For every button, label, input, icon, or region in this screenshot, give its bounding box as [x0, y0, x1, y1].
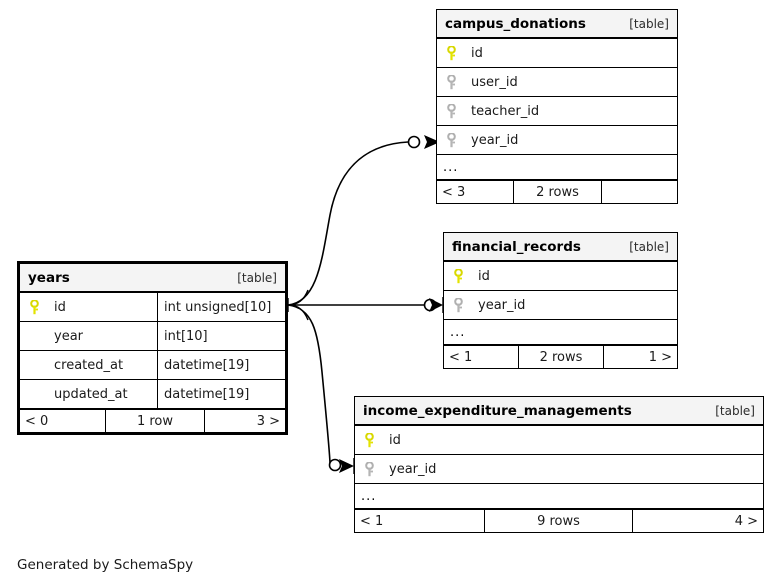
table-years-title: years — [28, 269, 70, 286]
column-name: year_id — [389, 461, 437, 477]
footer-parents-count: < 1 — [355, 510, 485, 532]
column-type: datetime[19] — [164, 386, 250, 402]
footer-row-count: 2 rows — [519, 346, 604, 368]
column-name: id — [54, 299, 66, 315]
table-row[interactable]: year_id — [355, 455, 763, 484]
table-financial_records-title: financial_records — [452, 238, 581, 255]
column-name: created_at — [54, 357, 124, 373]
table-row[interactable]: id — [437, 39, 677, 68]
table-years-header: years [table] — [20, 264, 285, 293]
table-financial_records[interactable]: financial_records [table] id — [443, 232, 678, 369]
table-row[interactable]: user_id — [437, 68, 677, 97]
foreign-key-icon — [450, 297, 467, 313]
table-years-footer: < 0 1 row 3 > — [20, 409, 285, 432]
column-type: int[10] — [164, 328, 208, 344]
table-campus_donations[interactable]: campus_donations [table] id — [436, 9, 678, 204]
table-campus_donations-title: campus_donations — [445, 15, 586, 32]
relationship-years-income_expenditure_managements — [287, 304, 355, 474]
footer-children-count — [602, 181, 677, 203]
column-name: id — [478, 268, 490, 284]
column-name: teacher_id — [471, 103, 540, 119]
foreign-key-icon — [361, 461, 378, 477]
more-columns-indicator: ... — [437, 155, 677, 180]
column-name: updated_at — [54, 386, 128, 402]
generated-by-credit: Generated by SchemaSpy — [17, 557, 194, 573]
table-row[interactable]: created_at datetime[19] — [20, 351, 285, 380]
table-row[interactable]: year int[10] — [20, 322, 285, 351]
relationship-years-campus_donations — [287, 134, 441, 306]
table-row[interactable]: year_id — [444, 291, 677, 320]
more-columns-indicator: ... — [444, 320, 677, 345]
table-years[interactable]: years [table] id int unsigned[10] year — [17, 261, 288, 435]
column-name: year_id — [471, 132, 519, 148]
footer-row-count: 9 rows — [485, 510, 633, 532]
primary-key-icon — [443, 45, 460, 61]
table-income_expenditure_managements-title: income_expenditure_managements — [363, 402, 632, 419]
column-type: datetime[19] — [164, 357, 250, 373]
column-name: year — [54, 328, 84, 344]
table-row[interactable]: teacher_id — [437, 97, 677, 126]
table-row[interactable]: updated_at datetime[19] — [20, 380, 285, 409]
column-name: id — [389, 432, 401, 448]
footer-children-count: 1 > — [648, 349, 672, 365]
table-income_expenditure_managements-footer: < 1 9 rows 4 > — [355, 509, 763, 532]
table-row[interactable]: id int unsigned[10] — [20, 293, 285, 322]
table-income_expenditure_managements-header: income_expenditure_managements [table] — [355, 397, 763, 426]
relationship-years-financial_records — [288, 297, 444, 313]
table-financial_records-header: financial_records [table] — [444, 233, 677, 262]
column-name: id — [471, 45, 483, 61]
table-financial_records-kind: [table] — [629, 239, 669, 254]
primary-key-icon — [361, 432, 378, 448]
footer-row-count: 1 row — [106, 410, 205, 432]
more-columns-indicator: ... — [355, 484, 763, 509]
table-years-kind: [table] — [237, 270, 277, 285]
footer-children-count: 3 > — [256, 413, 280, 429]
table-campus_donations-header: campus_donations [table] — [437, 10, 677, 39]
source-crowsfoot-years-id — [287, 289, 309, 321]
column-name: user_id — [471, 74, 518, 90]
table-row[interactable]: id — [355, 426, 763, 455]
footer-parents-count: < 3 — [437, 181, 514, 203]
foreign-key-icon — [443, 132, 460, 148]
table-income_expenditure_managements-kind: [table] — [715, 403, 755, 418]
footer-parents-count: < 1 — [444, 346, 519, 368]
primary-key-icon — [450, 268, 467, 284]
footer-children-count: 4 > — [734, 513, 758, 529]
footer-parents-count: < 0 — [20, 410, 106, 432]
foreign-key-icon — [443, 103, 460, 119]
table-income_expenditure_managements[interactable]: income_expenditure_managements [table] i… — [354, 396, 764, 533]
footer-row-count: 2 rows — [514, 181, 602, 203]
table-campus_donations-kind: [table] — [629, 16, 669, 31]
foreign-key-icon — [443, 74, 460, 90]
column-name: year_id — [478, 297, 526, 313]
table-financial_records-footer: < 1 2 rows 1 > — [444, 345, 677, 368]
primary-key-icon — [26, 299, 43, 315]
table-row[interactable]: id — [444, 262, 677, 291]
table-campus_donations-footer: < 3 2 rows — [437, 180, 677, 203]
column-type: int unsigned[10] — [164, 299, 272, 315]
table-row[interactable]: year_id — [437, 126, 677, 155]
